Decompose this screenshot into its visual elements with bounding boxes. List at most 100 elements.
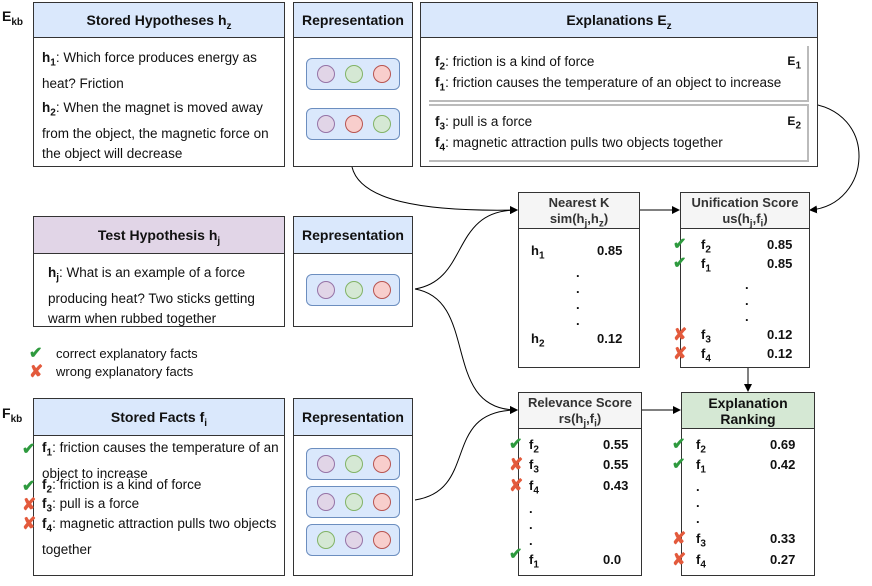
check-icon: ✔ — [29, 345, 43, 362]
ekb-label: Ekb — [2, 8, 24, 28]
nearest-row-value: 0.12 — [597, 331, 623, 346]
representation-vector — [306, 58, 400, 90]
explanation-fact: f1: friction causes the temperature of a… — [435, 75, 782, 94]
unification-row-value: 0.12 — [767, 327, 793, 342]
check-icon: ✔ — [509, 436, 523, 453]
cross-icon: ✘ — [22, 514, 37, 533]
legend-correct: correct explanatory facts — [56, 346, 198, 361]
ranking-row-value: 0.27 — [770, 552, 796, 567]
relevance-score-body: ✔ f2 0.55 ✘ f3 0.55 ✘ f4 0.43 . . . ✔ f1… — [509, 428, 642, 576]
relevance-row-label: f4 — [529, 478, 539, 497]
unification-row-value: 0.85 — [767, 237, 793, 252]
representation-vector — [306, 274, 400, 306]
nearest-row-label: h1 — [531, 243, 545, 262]
check-icon: ✔ — [22, 478, 36, 495]
explanation-fact: f4: magnetic attraction pulls two object… — [435, 135, 723, 154]
connector-facts-to-relevance — [414, 406, 518, 501]
nearest-row-value: 0.85 — [597, 243, 623, 258]
unification-row-label: f3 — [701, 327, 711, 346]
cross-icon: ✘ — [22, 495, 37, 514]
ranking-row-label: f3 — [696, 531, 706, 550]
unification-row-label: f4 — [701, 346, 711, 365]
explanation-e2: f3: pull is a force f4: magnetic attract… — [429, 104, 809, 162]
ranking-row-label: f2 — [696, 437, 706, 456]
explanation-ranking-header: Explanation Ranking — [681, 392, 815, 429]
explanation-fact: f3: pull is a force — [435, 114, 533, 133]
ellipsis: . — [696, 511, 700, 526]
stored-fact-2: f2: friction is a kind of force — [42, 477, 202, 496]
stored-facts-body: f1: friction causes the temperature of a… — [33, 435, 285, 576]
unification-row-label: f2 — [701, 237, 711, 256]
ellipsis: . — [576, 313, 580, 328]
stored-hypothesis-2: h2: When the magnet is moved away from t… — [42, 100, 269, 161]
ellipsis: . — [529, 517, 533, 532]
relevance-row-label: f3 — [529, 457, 539, 476]
stored-hypotheses-header: Stored Hypotheses hz — [33, 2, 285, 38]
stored-fact-4: f4: magnetic attraction pulls two object… — [42, 516, 277, 557]
ellipsis: . — [576, 281, 580, 296]
nearest-k-body: h1 0.85 . . . . h2 0.12 — [518, 228, 640, 368]
explanation-e1: f2: friction is a kind of force f1: fric… — [429, 46, 809, 102]
ellipsis: . — [696, 479, 700, 494]
relevance-row-value: 0.55 — [603, 457, 629, 472]
unification-row-label: f1 — [701, 256, 711, 275]
cross-icon: ✘ — [29, 362, 44, 381]
relevance-row-value: 0.55 — [603, 437, 629, 452]
connector-test-to-relevance — [414, 288, 518, 414]
stored-hypothesis-1: h1: Which force produces energy as heat?… — [42, 50, 257, 91]
ranking-row-label: f4 — [696, 552, 706, 571]
representation-header-1: Representation — [293, 2, 413, 38]
check-icon: ✔ — [22, 441, 36, 458]
stored-fact-3: f3: pull is a force — [42, 496, 140, 515]
unification-score-header: Unification Score us(hj,fi) — [680, 192, 810, 230]
explanation-fact: f2: friction is a kind of force — [435, 54, 595, 73]
connector-explanations-to-unification — [805, 102, 860, 214]
nearest-row-label: h2 — [531, 331, 545, 350]
representation-vector — [306, 486, 400, 518]
ranking-row-value: 0.33 — [770, 531, 796, 546]
representation-vector — [306, 108, 400, 140]
representation-body-2 — [293, 253, 413, 327]
explanations-body: f2: friction is a kind of force f1: fric… — [420, 37, 818, 167]
legend-wrong: wrong explanatory facts — [56, 364, 194, 379]
test-hypothesis-header: Test Hypothesis hj — [33, 216, 285, 254]
relevance-row-label: f1 — [529, 552, 539, 571]
explanation-ranking-body: ✔ f2 0.69 ✔ f1 0.42 . . . ✘ f3 0.33 ✘ f4… — [672, 428, 815, 576]
ranking-row-value: 0.69 — [770, 437, 796, 452]
representation-body-3 — [293, 435, 413, 576]
cross-icon: ✘ — [509, 455, 524, 474]
representation-header-3: Representation — [293, 398, 413, 436]
check-icon: ✔ — [672, 456, 686, 473]
ellipsis: . — [529, 501, 533, 516]
relevance-row-label: f2 — [529, 437, 539, 456]
explanation-tag: E2 — [787, 114, 801, 132]
unification-row-value: 0.12 — [767, 346, 793, 361]
ellipsis: . — [576, 297, 580, 312]
unification-score-body: ✔ f2 0.85 ✔ f1 0.85 . . . ✘ f3 0.12 ✘ f4… — [673, 228, 810, 368]
connector-test-to-nearest — [414, 206, 518, 290]
check-icon: ✔ — [673, 255, 687, 272]
cross-icon: ✘ — [673, 344, 688, 363]
cross-icon: ✘ — [672, 550, 687, 569]
ranking-row-label: f1 — [696, 457, 706, 476]
relevance-score-header: Relevance Score rs(hj,fi) — [518, 392, 642, 430]
fkb-label: Fkb — [2, 405, 23, 425]
check-icon: ✔ — [509, 546, 523, 563]
stored-fact-1: f1: friction causes the temperature of a… — [42, 440, 279, 481]
representation-vector — [306, 448, 400, 480]
ellipsis: . — [745, 277, 749, 292]
ellipsis: . — [745, 293, 749, 308]
test-hypothesis-text: hj: What is an example of a force produc… — [48, 265, 255, 326]
relevance-row-value: 0.43 — [603, 478, 629, 493]
representation-vector — [306, 524, 400, 556]
ellipsis: . — [529, 533, 533, 548]
stored-hypotheses-body: h1: Which force produces energy as heat?… — [33, 37, 285, 167]
ellipsis: . — [696, 495, 700, 510]
check-icon: ✔ — [672, 436, 686, 453]
representation-body-1 — [293, 37, 413, 167]
relevance-row-value: 0.0 — [603, 552, 622, 567]
ranking-row-value: 0.42 — [770, 457, 796, 472]
ellipsis: . — [745, 309, 749, 324]
explanations-header: Explanations Ez — [420, 2, 818, 38]
